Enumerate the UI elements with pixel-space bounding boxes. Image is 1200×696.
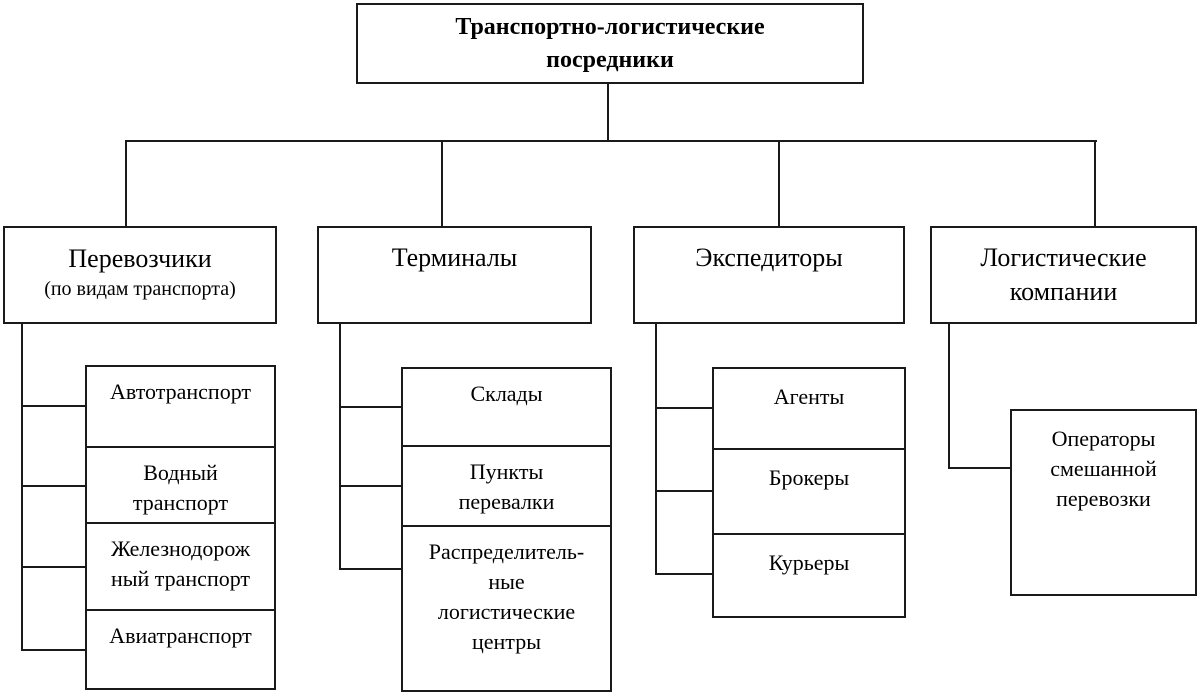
branch-box-terminals: Терминалы [317, 226, 592, 324]
connector-forwarders-stub-1 [655, 407, 714, 409]
child-box-rail-transport: Железнодорож ный транспорт [85, 522, 276, 611]
root-label: Транспортно-логистические посредники [455, 13, 765, 73]
connector-terminals-spine [339, 324, 341, 570]
connector-carriers-spine [21, 324, 23, 651]
connector-forwarders-spine [655, 324, 657, 575]
child-road-transport-label: Автотранспорт [109, 379, 252, 404]
root-box: Транспортно-логистические посредники [356, 3, 864, 84]
branch-box-carriers: Перевозчики (по видам транспорта) [3, 226, 277, 324]
child-couriers-label: Курьеры [768, 550, 850, 575]
child-water-transport-label: Водный транспорт [132, 460, 229, 515]
child-box-brokers: Брокеры [712, 448, 906, 535]
connector-drop-carriers [125, 140, 127, 226]
connector-carriers-stub-1 [21, 405, 86, 407]
connector-carriers-stub-2 [21, 485, 86, 487]
branch-forwarders-label: Экспедиторы [695, 243, 843, 272]
child-distribution-centers-label: Распределитель- ные логистические центры [428, 539, 585, 654]
child-rail-transport-label: Железнодорож ный транспорт [110, 536, 251, 591]
connector-drop-terminals [441, 140, 443, 226]
child-box-couriers: Курьеры [712, 533, 906, 618]
child-box-multimodal-operators: Операторы смешанной перевозки [1010, 409, 1197, 596]
connector-drop-forwarders [778, 140, 780, 226]
connector-terminals-stub-2 [339, 485, 403, 487]
child-warehouses-label: Склады [470, 381, 543, 406]
connector-terminals-stub-3 [339, 568, 403, 570]
child-box-distribution-centers: Распределитель- ные логистические центры [401, 525, 612, 692]
branch-logistics-label: Логистические компании [980, 243, 1147, 306]
connector-logistics-spine [948, 324, 950, 469]
child-box-air-transport: Авиатранспорт [85, 609, 276, 690]
connector-logistics-stub-1 [948, 467, 1012, 469]
connector-forwarders-stub-3 [655, 573, 714, 575]
connector-terminals-stub-1 [339, 406, 403, 408]
child-box-water-transport: Водный транспорт [85, 446, 276, 524]
child-air-transport-label: Авиатранспорт [109, 623, 252, 648]
child-box-transshipment-points: Пункты перевалки [401, 445, 612, 527]
connector-carriers-stub-3 [21, 566, 86, 568]
branch-box-logistics: Логистические компании [930, 226, 1197, 324]
branch-box-forwarders: Экспедиторы [633, 226, 905, 324]
connector-carriers-stub-4 [21, 649, 86, 651]
branch-terminals-label: Терминалы [391, 243, 518, 272]
child-transshipment-points-label: Пункты перевалки [458, 459, 555, 514]
child-box-road-transport: Автотранспорт [85, 365, 276, 448]
child-multimodal-operators-label: Операторы смешанной перевозки [1050, 426, 1157, 511]
connector-drop-logistics [1094, 140, 1096, 226]
child-box-warehouses: Склады [401, 367, 612, 447]
connector-main-rail [126, 140, 1097, 142]
branch-carriers-label: Перевозчики [68, 244, 212, 273]
connector-forwarders-stub-2 [655, 490, 714, 492]
child-brokers-label: Брокеры [768, 465, 850, 490]
branch-carriers-sublabel: (по видам транспорта) [44, 278, 236, 300]
connector-trunk [607, 84, 609, 141]
child-box-agents: Агенты [712, 367, 906, 450]
child-agents-label: Агенты [773, 384, 845, 409]
